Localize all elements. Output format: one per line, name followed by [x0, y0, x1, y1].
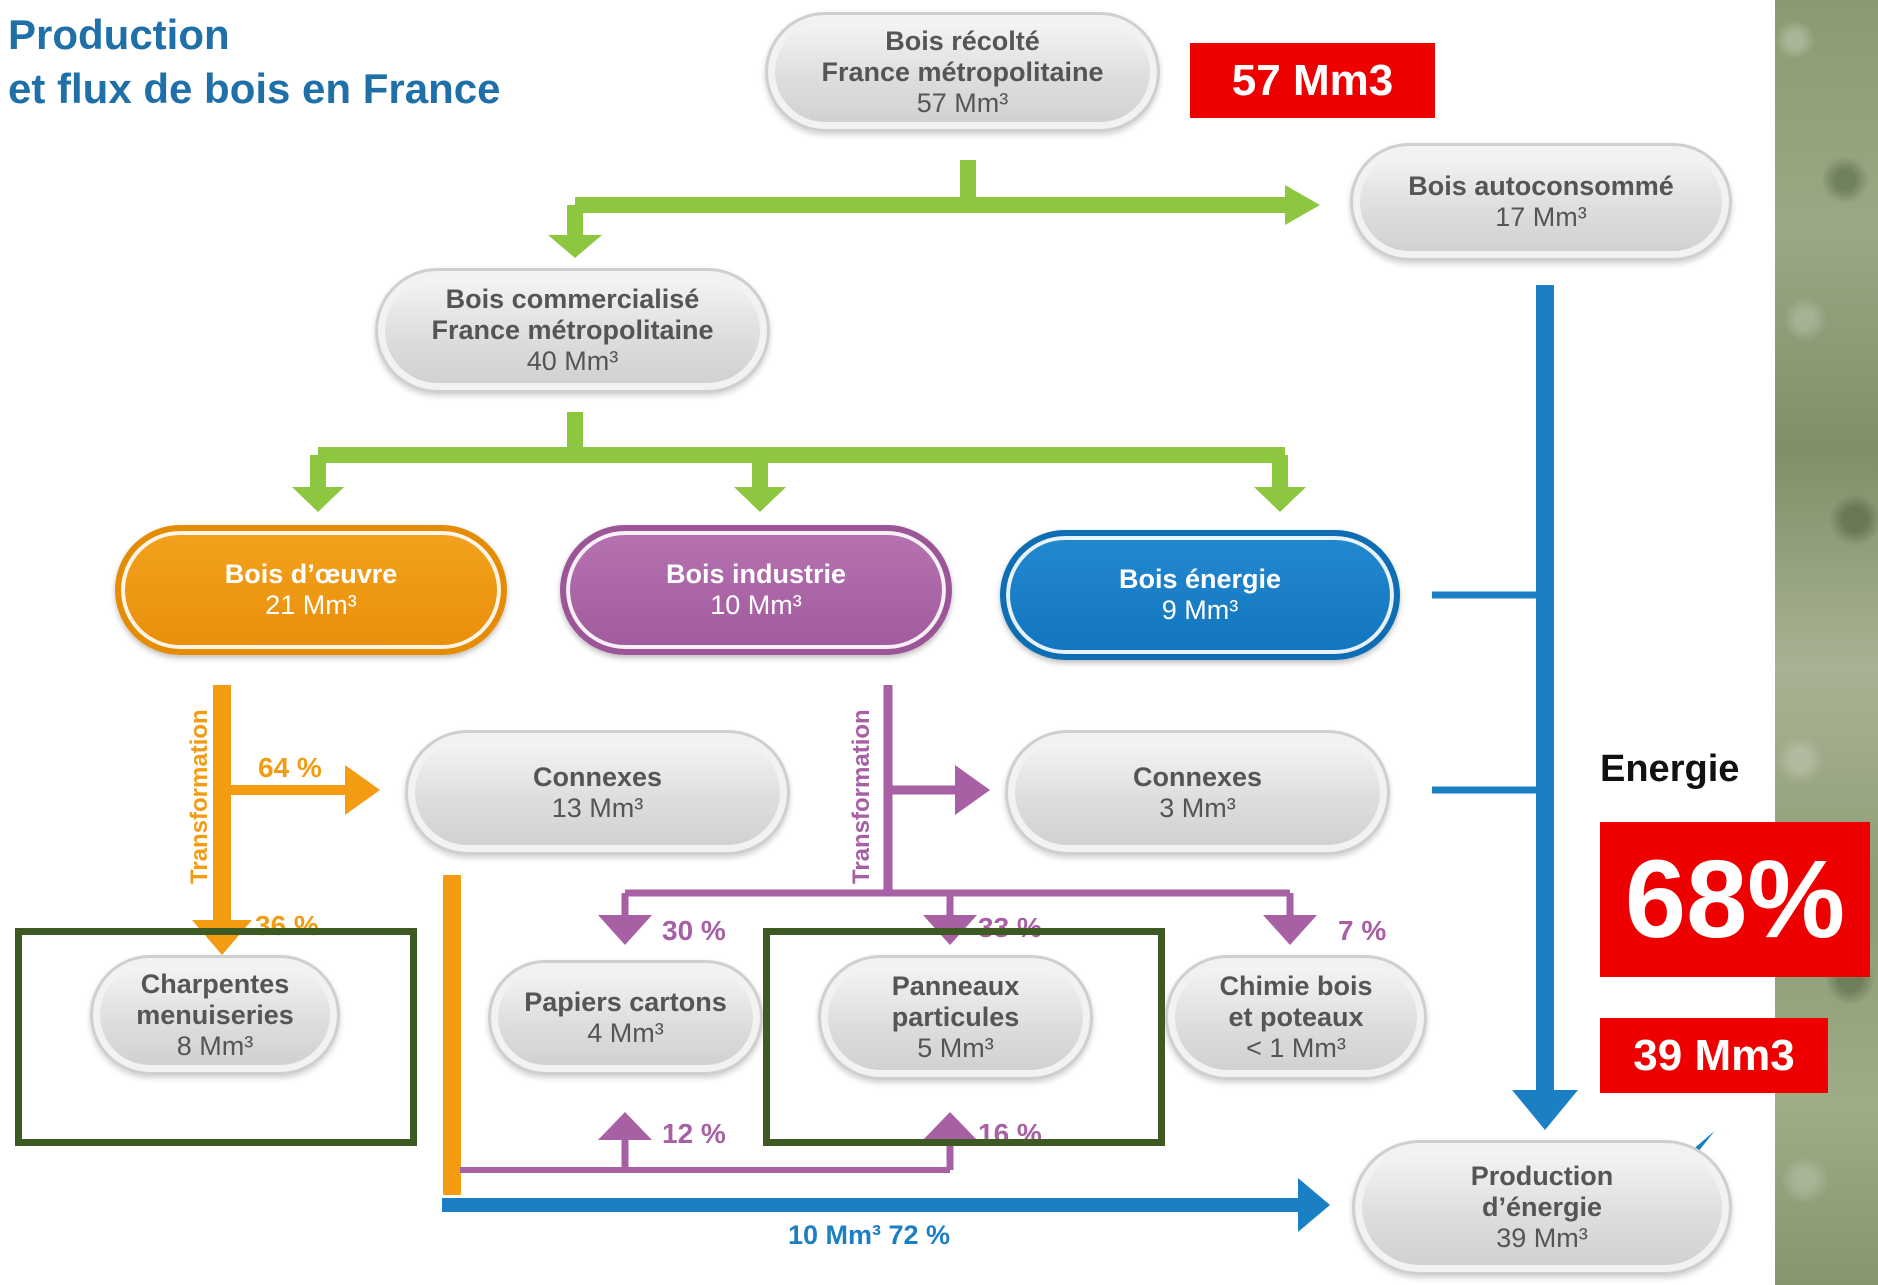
node-chimie-value: < 1 Mm³: [1246, 1033, 1346, 1063]
harvest-total-badge: 57 Mm3: [1190, 43, 1435, 118]
green-arrowhead-autoconsomme: [1285, 185, 1320, 225]
pct-30: 30 %: [662, 915, 726, 946]
purple-arrowhead-chimie: [1263, 915, 1317, 945]
node-bois-autoconsomme: Bois autoconsommé 17 Mm³: [1350, 143, 1732, 261]
highlight-frame-charpentes: [15, 928, 417, 1146]
orange-flows: [213, 685, 461, 1195]
node-connexes-industrie: Connexes 3 Mm³: [1005, 730, 1390, 855]
diagram-title: Production et flux de bois en France: [8, 8, 500, 116]
transformation-label-purple: Transformation: [848, 709, 875, 884]
node-chimie-line2: et poteaux: [1228, 1002, 1364, 1032]
node-connexes-oeuvre-line1: Connexes: [532, 761, 663, 792]
node-bois-energie-line1: Bois énergie: [1118, 564, 1282, 594]
pct-64: 64 %: [258, 752, 322, 783]
node-production-line1: Production: [1470, 1161, 1614, 1191]
green-arrowhead-energie: [1254, 487, 1306, 512]
node-charpentes-value: 8 Mm³: [176, 1030, 254, 1061]
pct-7: 7 %: [1338, 915, 1387, 946]
node-bois-commercialise-value: 40 Mm³: [526, 346, 619, 376]
node-papiers-value: 4 Mm³: [587, 1017, 664, 1048]
purple-arrowhead-connexes: [955, 765, 990, 815]
green-arrowhead-industrie: [734, 487, 786, 512]
orange-arrowhead-connexes: [345, 765, 380, 815]
node-chimie-line1: Chimie bois: [1219, 971, 1373, 1001]
node-bois-commercialise: Bois commercialisé France métropolitaine…: [375, 268, 770, 393]
node-bois-oeuvre-line1: Bois d’œuvre: [224, 559, 398, 589]
bottom-flow-label: 10 Mm³ 72 %: [788, 1220, 951, 1250]
blue-flows: [442, 285, 1554, 1212]
purple-arrowhead-panneaux-return: [923, 1112, 977, 1140]
node-bois-industrie: Bois industrie 10 Mm³: [560, 525, 952, 655]
purple-arrowheads: [598, 765, 1317, 1140]
node-bois-recolte-line2: France métropolitaine: [821, 56, 1104, 87]
blue-arrowhead-bottom: [1298, 1178, 1330, 1232]
node-bois-autoconsomme-line1: Bois autoconsommé: [1408, 171, 1674, 201]
node-chimie-bois: Chimie bois et poteaux < 1 Mm³: [1165, 955, 1427, 1080]
purple-arrowhead-papiers: [598, 915, 652, 945]
node-connexes-industrie-line1: Connexes: [1132, 761, 1263, 792]
node-production-line2: d’énergie: [1481, 1192, 1603, 1222]
energy-label: Energie: [1600, 748, 1740, 790]
node-panneaux-value: 5 Mm³: [917, 1033, 994, 1063]
node-charpentes-line1: Charpentes: [140, 968, 290, 999]
node-bois-recolte-value: 57 Mm³: [916, 87, 1009, 118]
node-papiers-line1: Papiers cartons: [524, 986, 727, 1017]
pct-12: 12 %: [662, 1118, 726, 1149]
pct-33: 33 %: [978, 912, 1042, 943]
node-production-energie: Production d’énergie 39 Mm³: [1352, 1140, 1732, 1275]
node-bois-commercialise-line2: France métropolitaine: [431, 315, 714, 345]
blue-arrowheads: [1298, 1090, 1578, 1232]
green-arrowhead-oeuvre: [292, 487, 344, 512]
highlight-frame-panneaux: [763, 928, 1165, 1146]
purple-flows: [460, 685, 1294, 1173]
node-panneaux-line1: Panneaux: [891, 971, 1020, 1001]
node-charpentes-line2: menuiseries: [136, 999, 294, 1030]
energy-percent-badge: 68%: [1600, 822, 1870, 977]
node-bois-industrie-line1: Bois industrie: [665, 559, 847, 589]
node-connexes-oeuvre: Connexes 13 Mm³: [405, 730, 790, 855]
node-papiers-cartons: Papiers cartons 4 Mm³: [488, 960, 763, 1075]
transformation-label-orange: Transformation: [186, 709, 213, 884]
pct-36: 36 %: [255, 910, 319, 941]
node-production-value: 39 Mm³: [1496, 1223, 1588, 1253]
node-panneaux-particules: Panneaux particules 5 Mm³: [818, 955, 1093, 1080]
node-bois-commercialise-line1: Bois commercialisé: [445, 284, 700, 314]
energy-total-badge: 39 Mm3: [1600, 1018, 1828, 1093]
node-connexes-industrie-value: 3 Mm³: [1159, 792, 1236, 823]
node-panneaux-line2: particules: [891, 1002, 1020, 1032]
node-connexes-oeuvre-value: 13 Mm³: [551, 792, 644, 823]
node-bois-autoconsomme-value: 17 Mm³: [1495, 202, 1587, 232]
node-bois-recolte: Bois récolté France métropolitaine 57 Mm…: [765, 12, 1160, 132]
blue-arrowhead-production: [1512, 1090, 1578, 1130]
title-line-2: et flux de bois en France: [8, 65, 501, 112]
node-bois-industrie-value: 10 Mm³: [710, 590, 802, 620]
node-bois-energie-value: 9 Mm³: [1161, 595, 1239, 625]
node-bois-oeuvre-value: 21 Mm³: [265, 590, 357, 620]
node-bois-energie: Bois énergie 9 Mm³: [1000, 530, 1400, 660]
green-arrowheads: [292, 185, 1320, 512]
purple-arrowhead-papiers-return: [598, 1112, 652, 1140]
node-bois-oeuvre: Bois d’œuvre 21 Mm³: [115, 525, 507, 655]
node-bois-recolte-line1: Bois récolté: [885, 25, 1040, 56]
green-arrowhead-commercialise: [548, 235, 602, 258]
title-line-1: Production: [8, 11, 230, 58]
green-flows: [310, 160, 1288, 487]
node-charpentes: Charpentes menuiseries 8 Mm³: [90, 955, 340, 1075]
